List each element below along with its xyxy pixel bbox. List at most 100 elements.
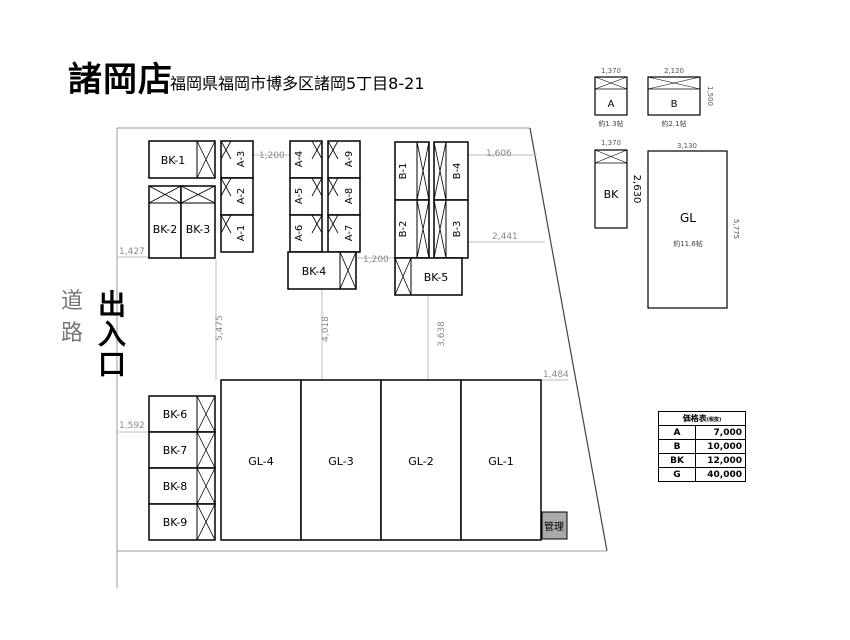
unit-b-3[interactable]: B-3 [433, 199, 469, 259]
price-code: A [658, 425, 696, 440]
unit-b-2[interactable]: B-2 [394, 199, 430, 259]
price-table-title-note: (税抜) [706, 417, 722, 423]
unit-bk-6[interactable]: BK-6 [148, 395, 216, 433]
road-char: 道 [60, 289, 83, 314]
dimension-label: 1,484 [543, 370, 569, 380]
unit-a-3[interactable]: A-3 [220, 140, 254, 179]
unit-label: A-9 [344, 151, 355, 168]
dimension-label: 1,606 [486, 149, 512, 159]
unit-label: A-6 [294, 225, 305, 242]
legend-label: GL [680, 211, 696, 225]
unit-label: BK-2 [153, 223, 178, 236]
entrance-label: 出 入 口 [96, 290, 128, 380]
unit-gl-3[interactable]: GL-3 [300, 379, 382, 541]
unit-a-9[interactable]: A-9 [327, 140, 361, 179]
legend-gl: 3,130 GL 約11.6帖 5,775 [647, 142, 740, 309]
unit-b-1[interactable]: B-1 [394, 141, 430, 201]
legend-height: 2,630 [631, 175, 642, 204]
price-table: 価格表(税抜) A 7,000 B 10,000 BK 12,000 G 40,… [658, 411, 746, 482]
unit-label: A-5 [294, 188, 305, 205]
unit-label: A-1 [236, 225, 247, 242]
unit-a-1[interactable]: A-1 [220, 214, 254, 253]
legend-a: 1,370 A 約1.3帖 [594, 67, 628, 128]
unit-a-6[interactable]: A-6 [289, 214, 323, 253]
price-value: 12,000 [695, 453, 746, 468]
entrance-char: 口 [97, 348, 126, 381]
table-row: B 10,000 [658, 439, 746, 454]
price-code: G [658, 467, 696, 482]
unit-label: BK-8 [163, 480, 188, 493]
lot-boundary [116, 127, 608, 588]
legend-height: 1,500 [706, 86, 714, 106]
unit-gl-2[interactable]: GL-2 [380, 379, 462, 541]
entrance-char: 出 [97, 288, 126, 321]
price-table-title-text: 価格表 [682, 414, 707, 423]
unit-label: BK-6 [163, 408, 188, 421]
unit-label: BK-5 [424, 271, 449, 284]
unit-gl-1[interactable]: GL-1 [460, 379, 542, 541]
legend-label: B [671, 99, 678, 110]
unit-label: BK-9 [163, 516, 188, 529]
price-table-header: 価格表(税抜) [658, 411, 746, 426]
legend-area: 約2.1帖 [661, 119, 686, 128]
unit-a-5[interactable]: A-5 [289, 177, 323, 216]
price-code: BK [658, 453, 696, 468]
price-value: 10,000 [695, 439, 746, 454]
unit-label: B-4 [452, 163, 463, 180]
unit-label: B-2 [398, 221, 409, 238]
price-table-title: 価格表(税抜) [658, 411, 746, 426]
legend-area: 約11.6帖 [673, 239, 703, 248]
legend-width: 3,130 [677, 142, 697, 150]
unit-bk-7[interactable]: BK-7 [148, 431, 216, 469]
store-name: 諸岡店 [68, 60, 173, 100]
dimension-label: 2,441 [492, 232, 518, 242]
legend-b: 2,120 B 1,500 約2.1帖 [647, 67, 714, 128]
unit-bk-8[interactable]: BK-8 [148, 467, 216, 505]
unit-a-2[interactable]: A-2 [220, 177, 254, 216]
unit-bk-4[interactable]: BK-4 [287, 251, 357, 290]
price-value: 7,000 [695, 425, 746, 440]
unit-label: BK-4 [302, 265, 327, 278]
office-label: 管理 [544, 520, 564, 533]
unit-bk-9[interactable]: BK-9 [148, 503, 216, 541]
dimension-labels: 1,200 1,606 1,427 1,200 2,441 5,475 4,01… [119, 149, 569, 431]
road-label: 道 路 [60, 286, 84, 350]
legend-height: 5,775 [732, 219, 740, 239]
unit-label: B-1 [398, 163, 409, 180]
unit-label: A-3 [236, 151, 247, 168]
unit-b-4[interactable]: B-4 [433, 141, 469, 201]
unit-label: BK-3 [186, 223, 211, 236]
unit-label: A-7 [344, 225, 355, 242]
unit-label: B-3 [452, 221, 463, 238]
table-row: A 7,000 [658, 425, 746, 440]
legend-width: 2,120 [664, 67, 684, 75]
legend-label: BK [604, 188, 620, 201]
unit-bk-5[interactable]: BK-5 [394, 257, 463, 296]
unit-gl-4[interactable]: GL-4 [220, 379, 302, 541]
dimension-lines [117, 154, 568, 433]
legend-bk: 1,370 BK 2,630 [594, 139, 642, 229]
road-char: 路 [60, 321, 83, 346]
unit-bk-2[interactable]: BK-2 [148, 185, 182, 259]
unit-label: BK-7 [163, 444, 188, 457]
entrance-char: 入 [97, 318, 126, 351]
dimension-label: 1,592 [119, 421, 145, 431]
unit-label: A-8 [344, 188, 355, 205]
unit-bk-1[interactable]: BK-1 [148, 140, 216, 179]
unit-label: GL-2 [408, 455, 433, 468]
unit-label: BK-1 [161, 154, 186, 167]
unit-label: GL-4 [248, 455, 273, 468]
store-address: 福岡県福岡市博多区諸岡5丁目8-21 [170, 74, 425, 93]
dimension-label: 5,475 [215, 315, 225, 341]
dimension-label: 1,200 [259, 151, 285, 161]
legend-label: A [608, 99, 615, 110]
unit-label: A-4 [294, 151, 305, 168]
price-value: 40,000 [695, 467, 746, 482]
unit-a-8[interactable]: A-8 [327, 177, 361, 216]
unit-a-4[interactable]: A-4 [289, 140, 323, 179]
legend-width: 1,370 [601, 67, 621, 75]
price-code: B [658, 439, 696, 454]
unit-a-7[interactable]: A-7 [327, 214, 361, 253]
unit-bk-3[interactable]: BK-3 [180, 185, 216, 259]
